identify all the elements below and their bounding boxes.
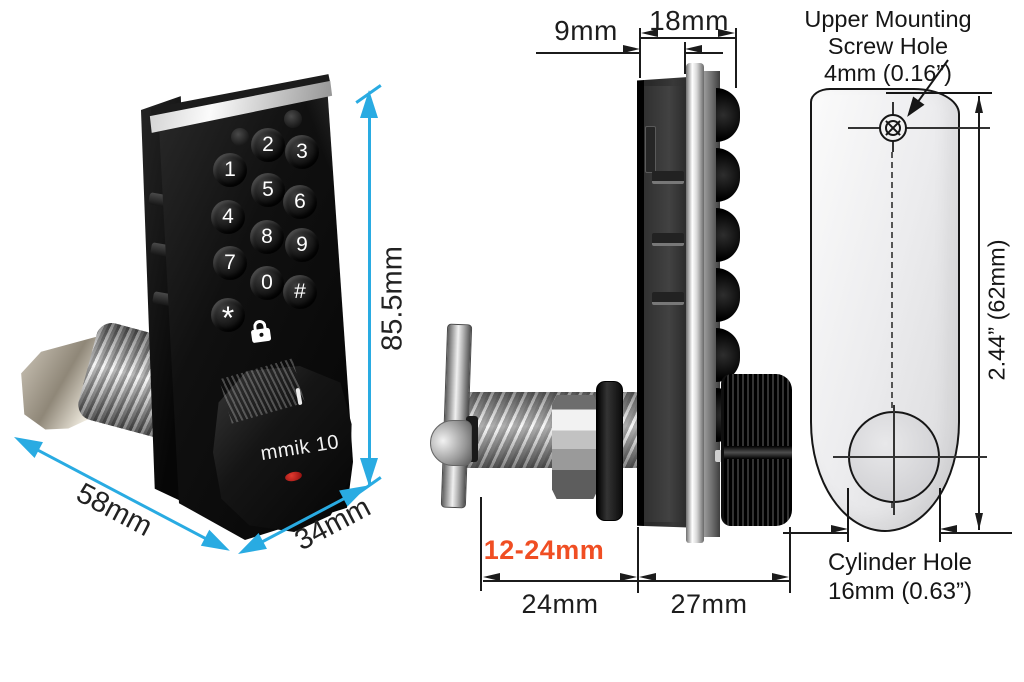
led-indicator-dot [284, 110, 302, 128]
extension-line [789, 527, 791, 593]
keypad-key-7: 7 [213, 246, 247, 280]
cylinder-hole-label: Cylinder Hole 16mm (0.63”) [790, 548, 1010, 606]
center-dashed-line [891, 152, 893, 508]
cylinder-hole-label-line1: Cylinder Hole [827, 549, 973, 576]
side-thumb-knob [721, 374, 792, 526]
dim-27mm-arrow-left-icon [639, 572, 656, 581]
dim-27mm-arrow-right-icon [772, 572, 789, 581]
cylinder-hole-centerline-horizontal [833, 456, 987, 458]
dim-62mm-arrow-up-icon [974, 96, 983, 113]
side-housing-slot [652, 171, 684, 184]
keypad-key-2: 2 [251, 128, 285, 162]
side-housing-slot [652, 292, 684, 305]
keypad-key-hash: # [283, 275, 317, 309]
extension-line [684, 42, 686, 74]
dim-18mm-line [641, 37, 735, 39]
led-indicator-dot [231, 128, 249, 146]
dim-24mm-arrow-left-icon [483, 572, 500, 581]
depth-dimension-arrow-left-icon [233, 532, 267, 562]
keypad-button-bump [716, 268, 740, 322]
keypad-key-5: 5 [251, 173, 285, 207]
width-dimension-label: 58mm [71, 477, 158, 543]
dim-24mm-line [483, 580, 637, 582]
dim-16mm-arrow-left-icon [940, 524, 957, 533]
screw-hole-inner-ring-icon [885, 120, 901, 136]
screw-hole-crosshair-icon [879, 114, 907, 142]
dim-16mm-line-left [783, 532, 848, 534]
extension-line [735, 28, 737, 88]
keypad-key-1: 1 [213, 153, 247, 187]
dim-27mm-label: 27mm [670, 589, 748, 619]
spindle-cap [430, 420, 472, 466]
dim-62mm-label: 2.44” (62mm) [983, 239, 1010, 381]
side-housing-groove [645, 126, 656, 173]
cylinder-hole-centerline-vertical [893, 405, 895, 515]
dim-62mm-arrow-down-icon [974, 513, 983, 530]
knob-glint [715, 450, 722, 462]
keypad-button-bump [716, 208, 740, 262]
side-housing-slot [652, 233, 684, 246]
upper-mounting-hole-label-line1: Upper Mounting [804, 6, 972, 32]
height-dimension-line [368, 96, 371, 486]
keypad-key-8: 8 [250, 220, 284, 254]
knob-groove [724, 446, 792, 459]
extension-line [847, 488, 849, 542]
top-extension-line [886, 92, 992, 94]
upper-mounting-hole-label: Upper Mounting Screw Hole 4mm (0.16”) [778, 6, 998, 87]
keypad-key-6: 6 [283, 185, 317, 219]
dim-9mm-line-right [685, 52, 723, 54]
keypad-key-star: * [211, 298, 245, 336]
dim-9mm-label: 9mm [554, 15, 618, 46]
extension-line [637, 527, 639, 593]
upper-mounting-hole-label-line3: 4mm (0.16”) [824, 60, 952, 86]
keypad-key-0: 0 [250, 266, 284, 300]
side-chrome-trim [686, 63, 704, 543]
extension-line [939, 488, 941, 542]
width-dimension-arrow-right-icon [200, 529, 235, 559]
keypad-key-3: 3 [285, 135, 319, 169]
hex-nut [552, 395, 598, 499]
dim-16mm-arrow-right-icon [831, 524, 848, 533]
dim-18mm-arrow-right-icon [718, 29, 735, 37]
extension-line [480, 497, 482, 591]
upper-mounting-hole-label-line2: Screw Hole [827, 33, 949, 59]
mounting-plate-outline [810, 88, 960, 532]
keypad-button-bump [716, 148, 740, 202]
dim-18mm-label: 18mm [649, 5, 729, 36]
keypad-button-bump [716, 88, 740, 142]
cylinder-hole-label-line2: 16mm (0.63”) [827, 578, 973, 605]
dim-27mm-line [639, 580, 789, 582]
lock-icon [247, 318, 274, 344]
dim-9mm-line-left [536, 52, 640, 54]
keypad-key-9: 9 [285, 228, 319, 262]
screw-hole-centerline-horizontal [848, 127, 990, 129]
height-dimension-label: 85.5mm [376, 246, 409, 351]
keypad-key-4: 4 [211, 200, 245, 234]
dim-grip-range-label: 12-24mm [483, 535, 605, 565]
width-dimension-arrow-left-icon [9, 429, 43, 459]
dim-18mm-arrow-left-icon [641, 29, 658, 37]
dim-62mm-line [978, 96, 980, 530]
stop-washer [596, 381, 623, 521]
dim-9mm-arrow-right-icon [623, 44, 640, 53]
front-perspective-view: 1 2 3 4 5 6 7 8 9 * 0 # mmik 10 85.5m [0, 0, 420, 682]
dim-24mm-label: 24mm [521, 589, 599, 619]
dim-16mm-line-right [940, 532, 1012, 534]
dim-9mm-arrow-left-icon [685, 44, 702, 53]
dim-24mm-arrow-right-icon [620, 572, 637, 581]
